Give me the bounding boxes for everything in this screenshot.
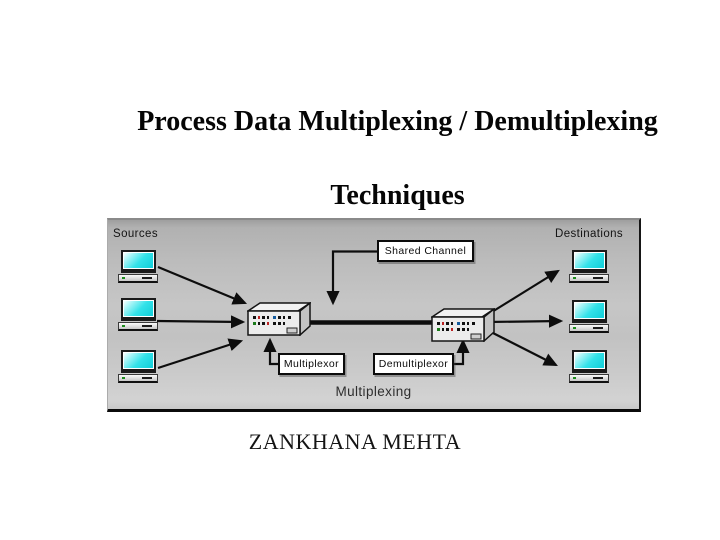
arrow-demux-to-dest2: [486, 314, 564, 328]
monitor-icon: [121, 250, 156, 273]
screen: [575, 303, 604, 318]
sources-label: Sources: [113, 228, 158, 240]
multiplexing-diagram: Sources Destinations: [107, 218, 641, 412]
arrow-demux-to-dest1: [486, 269, 560, 316]
multiplexor-callout-line: [263, 337, 278, 366]
shared-channel-callout-line: [326, 250, 377, 306]
cpu-base-icon: [569, 324, 609, 333]
screen: [124, 301, 153, 316]
monitor-icon: [572, 250, 607, 273]
drive-slot: [593, 327, 603, 329]
cpu-base-icon: [569, 374, 609, 383]
source-computer-icon: [118, 350, 158, 384]
arrow-source3-to-mux: [157, 338, 244, 370]
power-led: [573, 327, 576, 329]
destination-computer-icon: [569, 300, 609, 334]
cpu-base-icon: [118, 274, 158, 283]
front-panel-switches: [437, 322, 475, 331]
title-line-1: Process Data Multiplexing / Demultiplexi…: [137, 106, 658, 137]
title-line-2: Techniques: [330, 180, 465, 211]
device-port: [286, 327, 298, 334]
arrow-source2-to-mux: [156, 315, 246, 329]
device-port: [470, 333, 482, 340]
screen: [575, 353, 604, 368]
screen: [124, 353, 153, 368]
shared-channel-label: Shared Channel: [384, 245, 467, 257]
arrow-demux-to-dest3: [486, 329, 558, 366]
demultiplexor-label: Demultiplexor: [378, 358, 449, 370]
cpu-base-icon: [118, 322, 158, 331]
destination-computer-icon: [569, 350, 609, 384]
author-name: ZANKHANA MEHTA: [248, 429, 462, 454]
diagram-arrows: [156, 250, 564, 370]
monitor-icon: [572, 300, 607, 323]
destination-computer-icon: [569, 250, 609, 284]
multiplexer-device-icon: [247, 302, 311, 336]
demultiplexer-device-icon: [431, 308, 495, 342]
cpu-base-icon: [118, 374, 158, 383]
screen: [575, 253, 604, 268]
screen: [124, 253, 153, 268]
demultiplexor-label-box: Demultiplexor: [373, 353, 454, 375]
diagram-caption: Multiplexing: [335, 384, 412, 399]
source-computer-icon: [118, 298, 158, 332]
power-led: [573, 377, 576, 379]
source-computer-icon: [118, 250, 158, 284]
slide-title: Process Data Multiplexing / Demultiplexi…: [85, 104, 710, 214]
front-panel-switches: [253, 316, 291, 325]
drive-slot: [593, 277, 603, 279]
power-led: [122, 325, 125, 327]
drive-slot: [142, 377, 152, 379]
cpu-base-icon: [569, 274, 609, 283]
monitor-icon: [121, 350, 156, 373]
demultiplexor-callout-line: [454, 338, 470, 366]
drive-slot: [142, 325, 152, 327]
monitor-icon: [572, 350, 607, 373]
multiplexor-label: Multiplexor: [283, 358, 340, 370]
destinations-label: Destinations: [555, 228, 624, 240]
arrow-source1-to-mux: [157, 265, 248, 305]
power-led: [122, 277, 125, 279]
shared-channel-label-box: Shared Channel: [377, 240, 474, 262]
multiplexor-label-box: Multiplexor: [278, 353, 345, 375]
power-led: [573, 277, 576, 279]
power-led: [122, 377, 125, 379]
monitor-icon: [121, 298, 156, 321]
drive-slot: [593, 377, 603, 379]
drive-slot: [142, 277, 152, 279]
